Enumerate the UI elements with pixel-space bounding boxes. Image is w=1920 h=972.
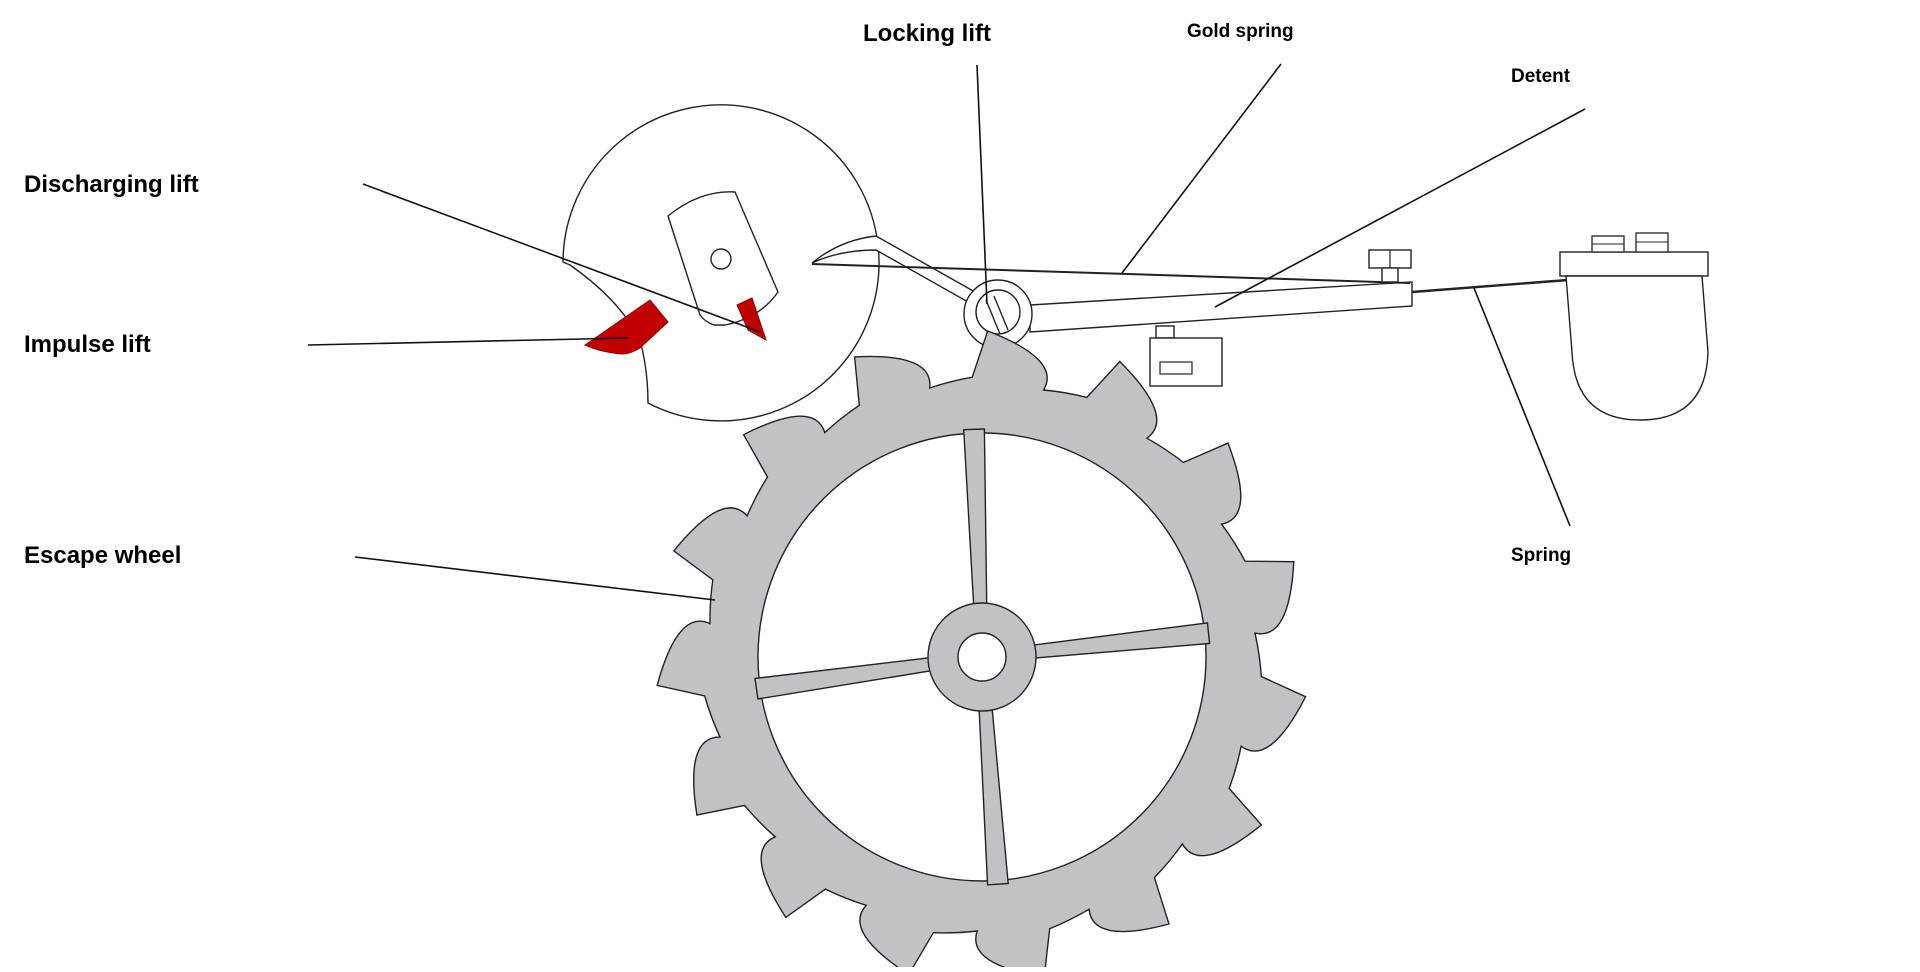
escape-wheel-arbor-hole xyxy=(957,632,1007,682)
leader-discharging-lift xyxy=(362,183,761,333)
impulse-pallet xyxy=(583,299,669,355)
escape-wheel-spoke xyxy=(962,428,988,619)
escape-wheel-spoke xyxy=(754,655,945,700)
discharging-pallet xyxy=(736,297,767,342)
label-gold-spring: Gold spring xyxy=(1187,21,1294,42)
escape-wheel-rim xyxy=(656,330,1307,972)
leader-escape-wheel xyxy=(354,556,716,601)
label-impulse-lift: Impulse lift xyxy=(24,331,151,358)
leader-locking-lift xyxy=(976,64,988,305)
banking-block-tab xyxy=(1155,325,1175,339)
detent-spring-line xyxy=(1411,278,1569,294)
escape-wheel-spoke xyxy=(1019,622,1211,660)
escape-wheel xyxy=(656,330,1307,972)
banking-screw-stem xyxy=(1381,267,1399,283)
leader-spring xyxy=(1473,287,1571,527)
label-detent: Detent xyxy=(1511,66,1571,87)
detent-pivot-slot-b xyxy=(993,295,1009,331)
banking-block-slot xyxy=(1159,361,1193,375)
leader-gold-spring xyxy=(1121,63,1282,274)
leader-detent xyxy=(1214,108,1586,308)
label-locking-lift: Locking lift xyxy=(863,20,991,47)
label-spring: Spring xyxy=(1511,545,1572,566)
leader-impulse-lift xyxy=(307,337,629,346)
escape-wheel-spoke xyxy=(977,695,1009,886)
roller-pin-hole xyxy=(710,248,732,270)
detent-blade xyxy=(1029,281,1413,333)
label-escape-wheel: Escape wheel xyxy=(24,542,182,569)
detent-foot-body xyxy=(1565,275,1709,421)
label-discharging-lift: Discharging lift xyxy=(24,171,199,198)
gold-spring-line xyxy=(811,263,1411,284)
detent-foot-base xyxy=(1559,251,1709,277)
detent-pivot-slot-a xyxy=(985,299,1001,335)
